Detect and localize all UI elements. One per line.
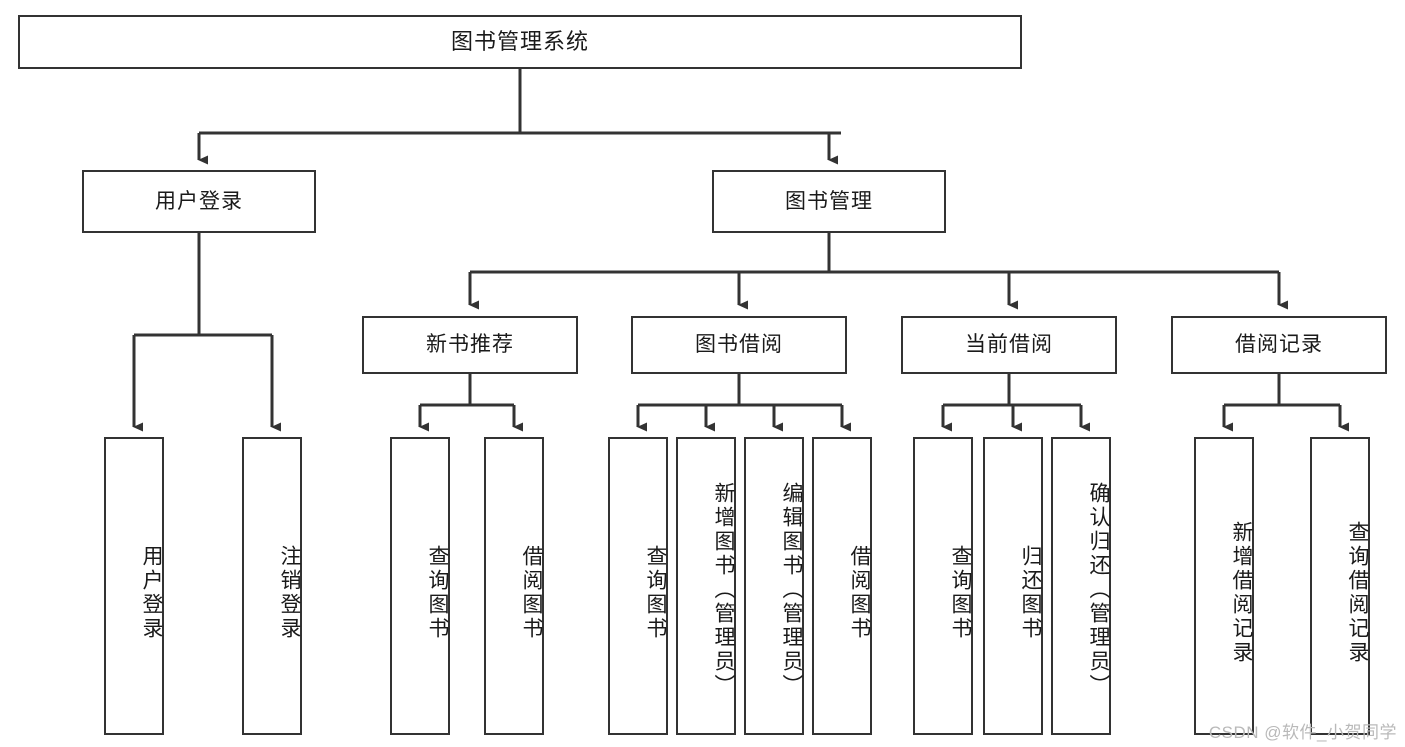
node-leaf-query-book-1[interactable]: 查询图书 <box>390 437 450 735</box>
node-borrow-record[interactable]: 借阅记录 <box>1171 316 1387 374</box>
node-new-book-recommend[interactable]: 新书推荐 <box>362 316 578 374</box>
node-leaf-borrow-book-2[interactable]: 借阅图书 <box>812 437 872 735</box>
node-leaf-query-book-2[interactable]: 查询图书 <box>608 437 668 735</box>
node-leaf-confirm-return-admin[interactable]: 确认归还（管理员） <box>1051 437 1111 735</box>
node-book-borrow[interactable]: 图书借阅 <box>631 316 847 374</box>
node-current-borrow[interactable]: 当前借阅 <box>901 316 1117 374</box>
node-leaf-edit-book-admin[interactable]: 编辑图书（管理员） <box>744 437 804 735</box>
node-leaf-logout[interactable]: 注销登录 <box>242 437 302 735</box>
node-user-login[interactable]: 用户登录 <box>82 170 316 233</box>
node-book-manage[interactable]: 图书管理 <box>712 170 946 233</box>
node-leaf-borrow-book-1[interactable]: 借阅图书 <box>484 437 544 735</box>
node-leaf-query-book-3[interactable]: 查询图书 <box>913 437 973 735</box>
node-leaf-add-book-admin[interactable]: 新增图书（管理员） <box>676 437 736 735</box>
node-leaf-query-borrow-record[interactable]: 查询借阅记录 <box>1310 437 1370 735</box>
node-leaf-return-book[interactable]: 归还图书 <box>983 437 1043 735</box>
watermark-text: CSDN @软件_小贺同学 <box>1208 723 1397 742</box>
node-leaf-user-login[interactable]: 用户登录 <box>104 437 164 735</box>
node-root-system[interactable]: 图书管理系统 <box>18 15 1022 69</box>
node-leaf-add-borrow-record[interactable]: 新增借阅记录 <box>1194 437 1254 735</box>
